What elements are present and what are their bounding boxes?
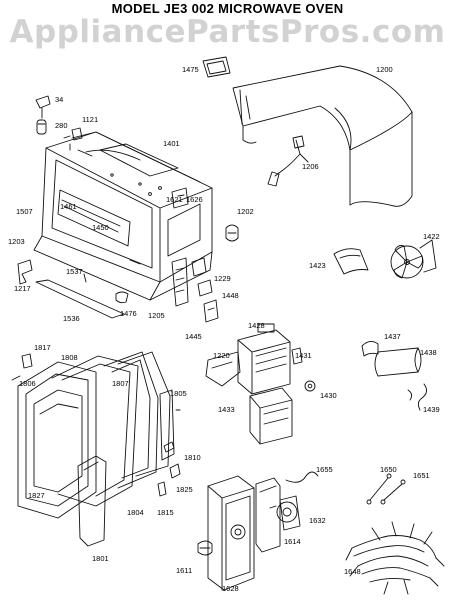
part-label-1801: 1801 bbox=[92, 554, 109, 563]
part-label-1445: 1445 bbox=[185, 332, 202, 341]
part-label-1628: 1628 bbox=[222, 584, 239, 593]
part-label-1203: 1203 bbox=[8, 237, 25, 246]
part-label-1804: 1804 bbox=[127, 508, 144, 517]
part-label-1200: 1200 bbox=[376, 65, 393, 74]
control-panel-drawing bbox=[197, 471, 319, 591]
small-upper-parts-drawing bbox=[35, 95, 83, 141]
part-label-1805: 1805 bbox=[170, 389, 187, 398]
part-label-1808: 1808 bbox=[61, 353, 78, 362]
part-label-1807: 1807 bbox=[112, 379, 129, 388]
part-label-280: 280 bbox=[55, 121, 68, 130]
part-label-1650: 1650 bbox=[380, 465, 397, 474]
part-label-1202: 1202 bbox=[237, 207, 254, 216]
lower-left-parts-drawing bbox=[17, 259, 129, 319]
part-label-1475: 1475 bbox=[182, 65, 199, 74]
part-label-1448: 1448 bbox=[222, 291, 239, 300]
part-label-1431: 1431 bbox=[295, 351, 312, 360]
part-label-1611: 1611 bbox=[176, 566, 193, 575]
diagram-title: MODEL JE3 002 MICROWAVE OVEN bbox=[111, 1, 344, 16]
bracket-drawing bbox=[202, 56, 231, 78]
part-label-1536: 1536 bbox=[63, 314, 80, 323]
magnetron-transformer-drawing bbox=[205, 323, 316, 445]
part-label-1651: 1651 bbox=[413, 471, 430, 480]
part-label-1476: 1476 bbox=[120, 309, 137, 318]
part-label-1438: 1438 bbox=[420, 348, 437, 357]
wiring-harness-drawing bbox=[345, 473, 445, 595]
part-label-1220: 1220 bbox=[213, 351, 230, 360]
part-label-1827: 1827 bbox=[28, 491, 45, 500]
door-assembly-drawing bbox=[11, 351, 181, 547]
part-label-1810: 1810 bbox=[184, 453, 201, 462]
part-label-34: 34 bbox=[55, 95, 64, 104]
outer-case-drawing bbox=[232, 65, 413, 207]
thermostat-drawing bbox=[225, 224, 239, 242]
part-label-1648: 1648 bbox=[344, 567, 361, 576]
part-label-1439: 1439 bbox=[423, 405, 440, 414]
part-label-1217: 1217 bbox=[14, 284, 31, 293]
part-label-1205: 1205 bbox=[148, 311, 165, 320]
part-label-1806: 1806 bbox=[19, 379, 36, 388]
part-label-1430: 1430 bbox=[320, 391, 337, 400]
part-label-1621: 1621 bbox=[166, 195, 183, 204]
part-label-1626: 1626 bbox=[186, 195, 203, 204]
power-cord-drawing bbox=[267, 135, 309, 187]
part-label-1437: 1437 bbox=[384, 332, 401, 341]
watermark: AppliancePartsPros.com bbox=[9, 14, 446, 50]
part-label-1817: 1817 bbox=[34, 343, 51, 352]
capacitor-drawing bbox=[361, 341, 427, 411]
part-label-1450: 1450 bbox=[92, 223, 109, 232]
part-label-1655: 1655 bbox=[316, 465, 333, 474]
part-label-1815: 1815 bbox=[157, 508, 174, 517]
part-label-1537: 1537 bbox=[66, 267, 83, 276]
part-label-1401: 1401 bbox=[163, 139, 180, 148]
oven-cavity-drawing bbox=[33, 131, 213, 301]
part-label-1461: 1461 bbox=[60, 202, 77, 211]
part-label-1423: 1423 bbox=[309, 261, 326, 270]
latch-assembly-drawing bbox=[171, 257, 219, 323]
switch-parts-drawing bbox=[171, 187, 189, 209]
part-label-1614: 1614 bbox=[284, 537, 301, 546]
part-label-1428: 1428 bbox=[248, 321, 265, 330]
fan-duct-drawing bbox=[333, 248, 369, 275]
part-label-1825: 1825 bbox=[176, 485, 193, 494]
part-label-1206: 1206 bbox=[302, 162, 319, 171]
part-label-1507: 1507 bbox=[16, 207, 33, 216]
part-label-1433: 1433 bbox=[218, 405, 235, 414]
part-label-1632: 1632 bbox=[309, 516, 326, 525]
part-label-1229: 1229 bbox=[214, 274, 231, 283]
fan-motor-drawing bbox=[390, 239, 437, 279]
part-label-1121: 1121 bbox=[82, 115, 99, 124]
part-label-1422: 1422 bbox=[423, 232, 440, 241]
